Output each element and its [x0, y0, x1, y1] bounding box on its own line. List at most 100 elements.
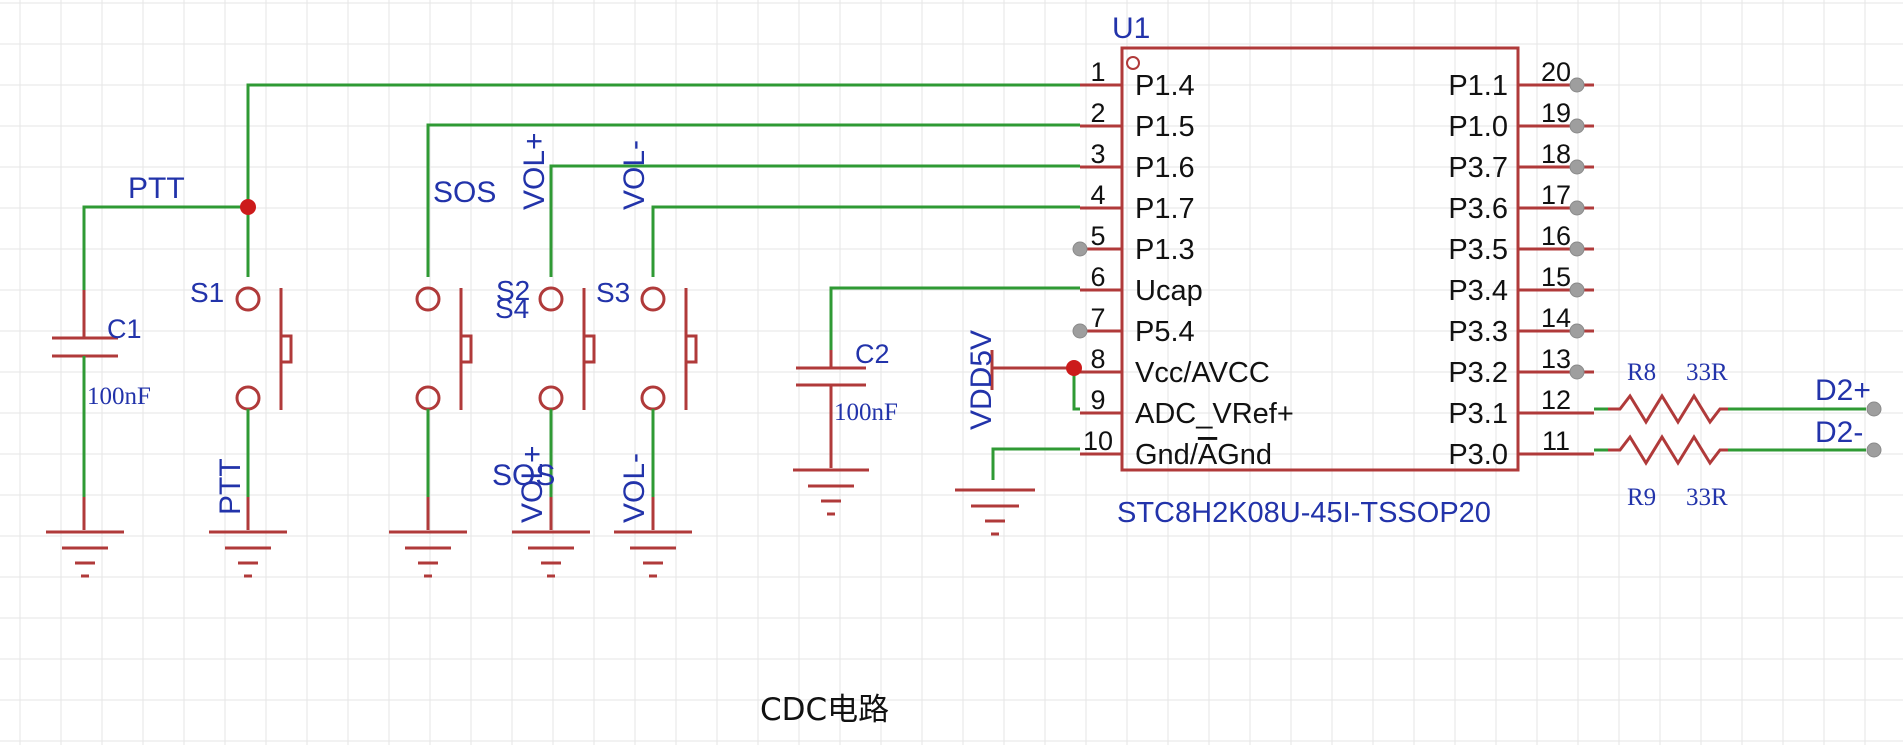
pin-number: 7: [1090, 303, 1105, 333]
unconnected-pin-marker: [1569, 118, 1585, 134]
switch-s3: [614, 286, 698, 578]
pin-number: 14: [1541, 303, 1571, 333]
port-d-minus: [1866, 442, 1882, 458]
switch-button: [582, 334, 596, 364]
chip-pin-6: 6 Ucap: [1080, 262, 1203, 307]
capacitor-c1: C1 100nF: [46, 290, 151, 578]
net-label-d-plus: D2+: [1815, 374, 1871, 407]
s1-ref: S1: [190, 277, 224, 308]
ground-symbol: [614, 530, 692, 578]
pin-name: P3.7: [1448, 152, 1508, 184]
net-label-vol-minus-top: VOL-: [618, 140, 651, 210]
pin-name: P3.0: [1448, 439, 1508, 471]
net-label-vdd: VDD5V: [965, 330, 998, 430]
pin-name: P1.5: [1135, 111, 1195, 143]
pin-number: 19: [1541, 98, 1571, 128]
wire-vol-plus: [549, 164, 1080, 277]
pin-name: P3.5: [1448, 234, 1508, 266]
unconnected-pin-marker: [1569, 323, 1585, 339]
r8-value: 33R: [1686, 359, 1728, 386]
wire-ptt: [246, 83, 1080, 207]
pin-number: 17: [1541, 180, 1571, 210]
switch-button: [459, 334, 473, 364]
c2-ref: C2: [855, 339, 890, 369]
pin-name: ADC_VRef+: [1135, 398, 1294, 430]
chip-pin-1: 1 P1.4: [1080, 57, 1195, 102]
unconnected-pin-marker: [1569, 77, 1585, 93]
wires: [82, 83, 1866, 480]
pin-name: P3.2: [1448, 357, 1508, 389]
pin-number: 4: [1090, 180, 1105, 210]
chip-pin-19: 19 P1.0: [1448, 98, 1594, 143]
chip-body: [1120, 46, 1520, 472]
wire-gnd: [991, 447, 1080, 480]
net-label-ptt: PTT: [128, 172, 185, 205]
switch-s4: [389, 286, 473, 578]
wire-ptt-c1: [82, 205, 248, 290]
unconnected-pin-marker: [1569, 364, 1585, 380]
wire-vol-minus: [651, 205, 1080, 277]
switch-contact-top: [640, 286, 666, 312]
pin-number: 2: [1090, 98, 1105, 128]
pin-number: 15: [1541, 262, 1571, 292]
junction-ptt: [240, 199, 256, 215]
diagram-caption: CDC电路: [760, 692, 889, 728]
switch-contact-bottom: [640, 385, 666, 411]
switch-contact-bottom: [415, 385, 441, 411]
pin-number: 6: [1090, 262, 1105, 292]
capacitor-c2: C2 100nF: [793, 339, 898, 516]
net-label-vol-plus-top: VOL+: [518, 132, 551, 210]
pin-name: Ucap: [1135, 275, 1203, 307]
pin-name: P1.6: [1135, 152, 1195, 184]
unconnected-pin-marker: [1569, 282, 1585, 298]
ground-symbol: [793, 468, 869, 516]
resistor-r9: R9 33R: [1608, 434, 1728, 511]
wire-sos: [426, 123, 1080, 277]
pin-number: 1: [1090, 57, 1105, 87]
pin-name: Vcc/AVCC: [1135, 357, 1270, 389]
unconnected-pin-marker: [1072, 241, 1088, 257]
pin-number: 20: [1541, 57, 1571, 87]
switch-s2: [512, 286, 596, 578]
chip-pin-15: 15 P3.4: [1448, 262, 1594, 307]
resistor-r8: R8 33R: [1608, 359, 1728, 425]
pin-number: 13: [1541, 344, 1571, 374]
wire-vref-tie: [1072, 368, 1080, 411]
c1-value: 100nF: [87, 383, 151, 410]
pin-name: P3.3: [1448, 316, 1508, 348]
chip-pin-14: 14 P3.3: [1448, 303, 1594, 348]
chip-pin-9: 9 ADC_VRef+: [1080, 385, 1294, 430]
switch-contact-top: [538, 286, 564, 312]
switch-contact-top: [235, 286, 261, 312]
ground-symbol: [46, 530, 124, 578]
unconnected-pin-marker: [1569, 241, 1585, 257]
unconnected-pin-marker: [1072, 323, 1088, 339]
pin-name: P1.4: [1135, 70, 1195, 102]
pin-name: P3.6: [1448, 193, 1508, 225]
net-label-vol-plus-bottom: VOL+: [516, 445, 549, 523]
pin-name: P1.3: [1135, 234, 1195, 266]
pin-number: 9: [1090, 385, 1105, 415]
r8-ref: R8: [1627, 359, 1656, 386]
switch-contact-bottom: [235, 385, 261, 411]
pin-number: 18: [1541, 139, 1571, 169]
net-label-d-minus: D2-: [1815, 416, 1863, 449]
s2-ref: S2: [496, 275, 530, 306]
switches: [209, 286, 698, 578]
pin-number: 5: [1090, 221, 1105, 251]
net-label-vol-minus-bottom: VOL-: [618, 453, 651, 523]
port-d-plus: [1866, 401, 1882, 417]
pin-number: 16: [1541, 221, 1571, 251]
ground-symbol: [512, 530, 590, 578]
c2-value: 100nF: [834, 399, 898, 426]
ground-symbol-chip: [955, 488, 1035, 536]
pin-name: P3.4: [1448, 275, 1508, 307]
vdd-power-symbol: VDD5V: [965, 330, 1074, 430]
switch-contact-bottom: [538, 385, 564, 411]
pin-name: P1.0: [1448, 111, 1508, 143]
